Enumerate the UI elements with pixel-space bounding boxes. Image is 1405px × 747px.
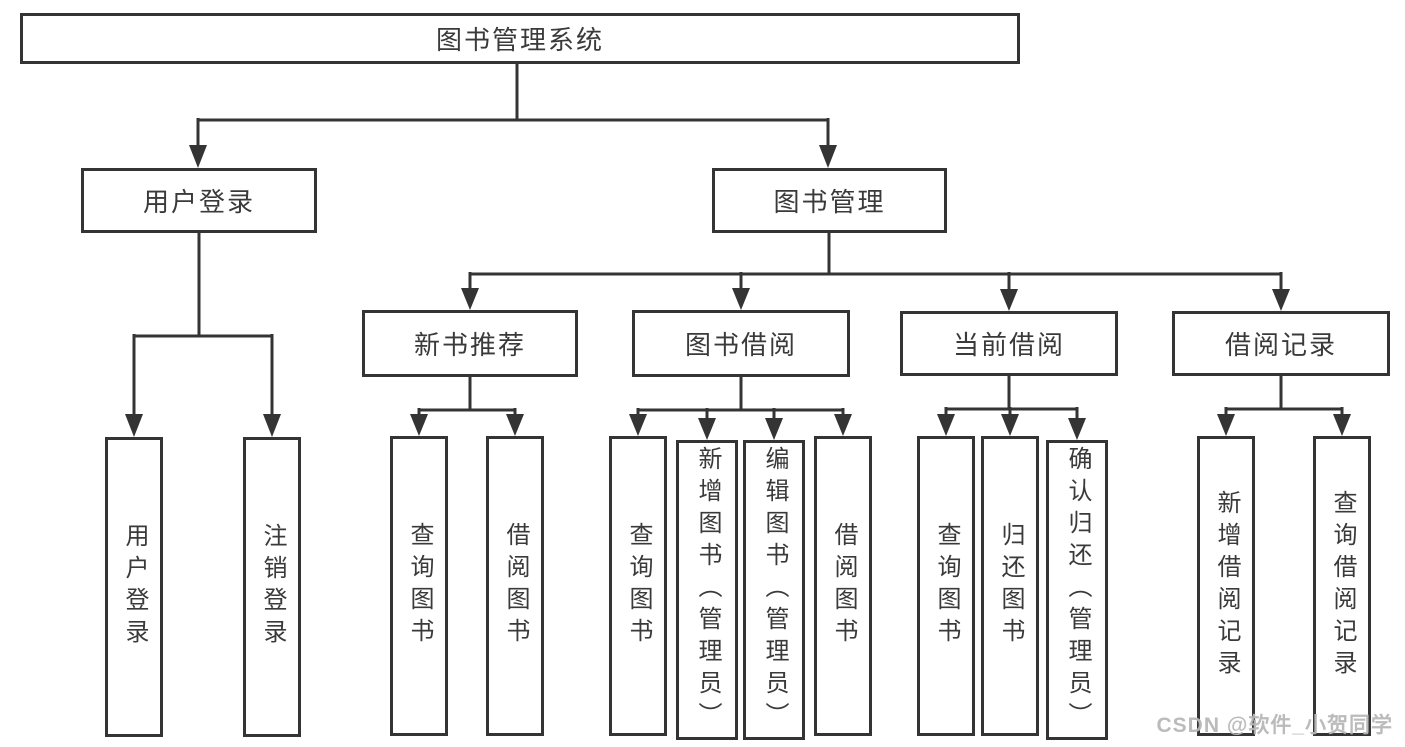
- arrowhead: [189, 145, 207, 168]
- edge-records-trunk: [1224, 376, 1344, 417]
- leaf-user-login: 用户登录: [105, 437, 163, 737]
- arrowhead: [1001, 414, 1019, 436]
- node-current-borrow-label: 当前借阅: [952, 330, 1065, 360]
- arrowhead: [125, 414, 143, 437]
- leaf-borrow-query-books: 查询图书: [609, 436, 667, 736]
- node-new-book-recommend-label: 新书推荐: [413, 330, 526, 360]
- node-borrow-records-label: 借阅记录: [1224, 330, 1337, 360]
- leaf-records-query-record-label: 查询借阅记录: [1329, 490, 1356, 682]
- leaf-borrow-edit-books-admin-label: 编辑图书（管理员）: [761, 446, 788, 734]
- edge-recommend-trunk: [417, 377, 517, 417]
- leaf-borrow-borrow-books: 借阅图书: [814, 436, 872, 736]
- node-user-login-label: 用户登录: [142, 187, 255, 217]
- arrowhead: [1333, 414, 1351, 436]
- node-book-borrow-label: 图书借阅: [684, 330, 797, 360]
- arrowhead: [1000, 289, 1018, 311]
- leaf-records-query-record: 查询借阅记录: [1313, 436, 1371, 736]
- arrowhead: [765, 418, 783, 440]
- arrowhead: [506, 414, 524, 436]
- node-root-label: 图书管理系统: [435, 25, 604, 55]
- leaf-current-confirm-return-admin-label: 确认归还（管理员）: [1064, 446, 1091, 734]
- arrowhead: [629, 414, 647, 436]
- leaf-recommend-borrow-books: 借阅图书: [486, 436, 544, 736]
- leaf-current-query-books-label: 查询图书: [933, 522, 960, 650]
- arrowhead: [263, 414, 281, 437]
- leaf-borrow-add-books-admin: 新增图书（管理员）: [676, 440, 738, 740]
- edge-current-trunk: [944, 376, 1079, 421]
- arrowhead: [698, 418, 716, 440]
- leaf-borrow-query-books-label: 查询图书: [625, 522, 652, 650]
- node-book-management-label: 图书管理: [773, 187, 886, 217]
- arrowhead: [1217, 414, 1235, 436]
- edge-root-trunk: [196, 64, 830, 146]
- node-borrow-records: 借阅记录: [1172, 311, 1390, 376]
- arrowhead: [1068, 418, 1086, 440]
- arrowhead: [937, 414, 955, 436]
- leaf-current-return-books-label: 归还图书: [997, 522, 1024, 650]
- leaf-current-query-books: 查询图书: [917, 436, 975, 736]
- node-user-login: 用户登录: [81, 168, 317, 233]
- leaf-borrow-edit-books-admin: 编辑图书（管理员）: [743, 440, 805, 740]
- arrowhead: [1272, 289, 1290, 311]
- node-root: 图书管理系统: [20, 13, 1020, 64]
- leaf-recommend-query-books: 查询图书: [390, 436, 448, 736]
- edge-user-trunk: [132, 233, 274, 416]
- arrowhead: [461, 288, 479, 310]
- leaf-records-add-record-label: 新增借阅记录: [1213, 490, 1240, 682]
- node-book-borrow: 图书借阅: [632, 310, 850, 377]
- leaf-records-add-record: 新增借阅记录: [1197, 436, 1255, 736]
- leaf-logout-label: 注销登录: [259, 523, 286, 651]
- edge-book-trunk: [468, 233, 1283, 291]
- arrowhead: [732, 288, 750, 310]
- node-current-borrow: 当前借阅: [900, 311, 1118, 376]
- node-book-management: 图书管理: [712, 168, 947, 233]
- arrowhead: [834, 414, 852, 436]
- leaf-logout: 注销登录: [243, 437, 301, 737]
- csdn-watermark: CSDN @软件_小贺同学: [1156, 714, 1393, 737]
- leaf-borrow-add-books-admin-label: 新增图书（管理员）: [694, 446, 721, 734]
- arrowhead: [819, 145, 837, 168]
- leaf-recommend-query-books-label: 查询图书: [406, 522, 433, 650]
- edge-borrow-trunk: [636, 377, 845, 421]
- leaf-current-confirm-return-admin: 确认归还（管理员）: [1046, 440, 1108, 740]
- leaf-current-return-books: 归还图书: [981, 436, 1039, 736]
- leaf-recommend-borrow-books-label: 借阅图书: [502, 522, 529, 650]
- node-new-book-recommend: 新书推荐: [362, 310, 578, 377]
- arrowhead: [410, 414, 428, 436]
- leaf-borrow-borrow-books-label: 借阅图书: [830, 522, 857, 650]
- leaf-user-login-label: 用户登录: [121, 523, 148, 651]
